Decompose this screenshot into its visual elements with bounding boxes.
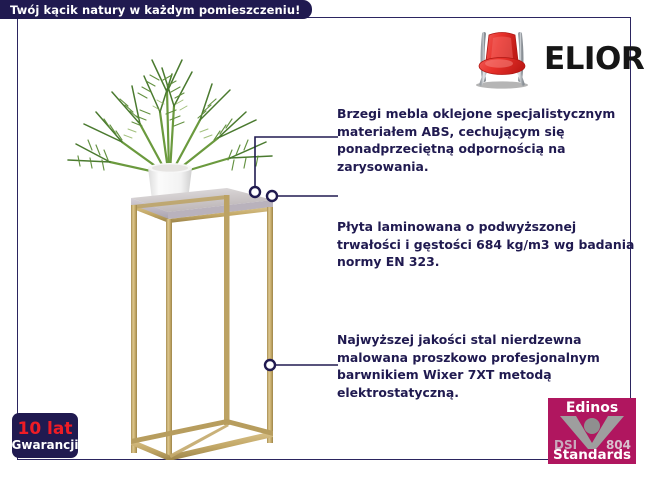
edinos-title: Edinos <box>565 400 619 416</box>
feature-text-board: Płyta laminowana o podwyższonej trwałośc… <box>337 219 635 269</box>
warranty-years: 10 lat <box>17 418 73 439</box>
check-mark-seal-icon <box>560 416 624 449</box>
product-image <box>40 20 300 461</box>
brand-name: ELIOR <box>544 40 645 77</box>
content-frame <box>17 17 631 460</box>
edinos-standards-badge: Edinos DSI 804 Standards <box>548 398 636 464</box>
warranty-label: Gwarancji <box>11 437 79 452</box>
warranty-badge: 10 lat Gwarancji <box>12 413 78 458</box>
stand-frame <box>131 195 273 461</box>
edinos-right-code: 804 <box>605 438 631 452</box>
feature-text-steel: Najwyższej jakości stal nierdzewna malow… <box>337 332 600 400</box>
brand-logo: ELIOR <box>470 25 645 93</box>
feature-text-edges: Brzegi mebla oklejone specjalistycznym m… <box>337 106 616 174</box>
red-chair-icon <box>476 32 528 89</box>
header-banner: Twój kącik natury w każdym pomieszczeniu… <box>0 0 313 19</box>
header-banner-text: Twój kącik natury w każdym pomieszczeniu… <box>10 2 301 17</box>
edinos-standards-label: Standards <box>552 447 632 463</box>
fern-plant <box>67 59 273 176</box>
plant-stand-illustration <box>67 59 273 461</box>
edinos-left-code: DSI <box>554 438 578 452</box>
